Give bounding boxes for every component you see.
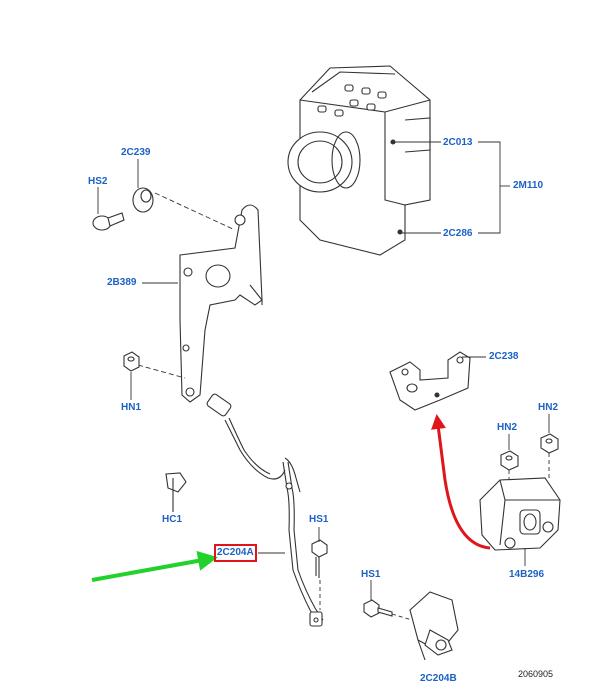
callout-2c238: 2C238 — [489, 351, 519, 362]
lower-middle-leaders — [172, 486, 413, 621]
abs-module-drawing — [287, 65, 431, 256]
callout-2c286: 2C286 — [443, 228, 473, 239]
callout-hn1: HN1 — [121, 402, 142, 413]
hs2-bolt-drawing — [92, 212, 125, 231]
sensor-cable-2c204a-drawing — [206, 393, 324, 627]
abs-module-leader-lines — [395, 141, 510, 234]
bracket-2b389-drawing — [179, 204, 263, 403]
connector-2c204b-drawing — [409, 591, 459, 661]
upper-left-leaders — [97, 159, 236, 400]
callout-2b389: 2B389 — [107, 277, 137, 288]
callout-hs1-middle: HS1 — [309, 514, 329, 525]
callout-hc1: HC1 — [162, 514, 183, 525]
callout-hs1-lower: HS1 — [361, 569, 381, 580]
grommet-2c239-drawing — [132, 187, 154, 213]
callout-14b296: 14B296 — [509, 569, 545, 580]
callout-2m110: 2M110 — [513, 180, 544, 191]
green-pointer-arrow — [91, 550, 218, 582]
callout-hn2-b: HN2 — [538, 402, 559, 413]
bracket-2c238-drawing — [389, 351, 471, 411]
callout-2c204b-partial: 2C204B — [420, 673, 457, 684]
callout-2c239: 2C239 — [121, 147, 151, 158]
callout-hs2: HS2 — [88, 176, 108, 187]
hn1-nut-drawing — [123, 351, 140, 372]
hn2-nut-a-drawing — [500, 450, 519, 471]
red-pointer-arrow — [431, 414, 491, 550]
callout-hn2-a: HN2 — [497, 422, 518, 433]
callout-2c013: 2C013 — [443, 137, 473, 148]
hn2-nut-b-drawing — [540, 433, 559, 454]
hs1-bolt-middle-drawing — [311, 539, 328, 578]
hs1-bolt-lower-drawing — [363, 599, 393, 618]
callout-2c204a-highlighted: 2C204A — [214, 544, 257, 562]
sensor-14b296-drawing — [479, 477, 561, 551]
diagram-reference-number: 2060905 — [518, 669, 554, 679]
hc1-clip-drawing — [165, 472, 187, 512]
